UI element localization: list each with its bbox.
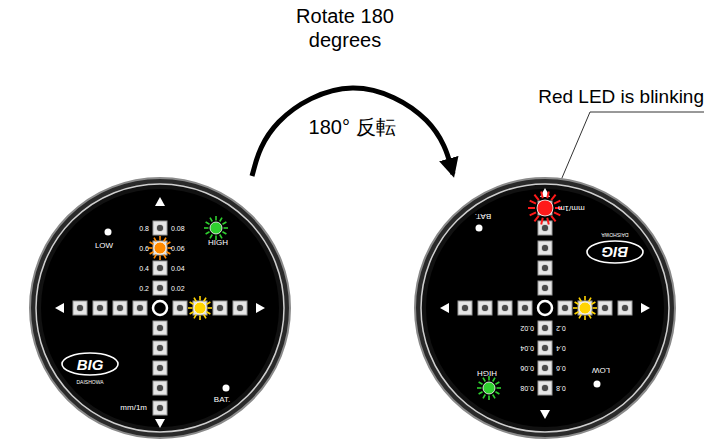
scale-value: 0.08 xyxy=(171,225,185,232)
scale-value: 0.8 xyxy=(139,225,149,232)
lit-led xyxy=(204,216,228,240)
level-dial: LOW 0.8 0.08HIGH 0.6 0.06 0.4 0.04 0.2 0.02BIG DA… xyxy=(28,176,292,440)
scale-value: 0.04 xyxy=(171,265,185,272)
lit-led xyxy=(477,376,501,400)
scale-value: 0.02 xyxy=(520,325,534,332)
low-label: LOW xyxy=(95,242,113,250)
callout-note: Red LED is blinking xyxy=(512,86,704,109)
unit-label: mm/1m xyxy=(120,404,147,412)
scale-value: 0.6 xyxy=(139,245,149,252)
scale-value: 0.2 xyxy=(139,285,149,292)
led-squares xyxy=(73,221,247,415)
scale-value: 0.2 xyxy=(556,325,566,332)
low-label: LOW xyxy=(592,366,610,374)
scale-value: 0.4 xyxy=(139,265,149,272)
level-dial: LOW 0.8 0.08 HIGH 0.6 0.06 0.4 0.04 0.2 0.02 BIG DA… xyxy=(413,176,677,440)
edge-label: 180° 反転 xyxy=(306,116,399,138)
dial-drawing xyxy=(413,176,677,440)
rotate-arrow xyxy=(252,88,453,176)
battery-label: BAT. xyxy=(214,396,230,404)
scale-value: 0.6 xyxy=(556,365,566,372)
lit-led xyxy=(528,191,562,224)
dial-drawing xyxy=(28,176,292,440)
scale-value: 0.4 xyxy=(556,345,566,352)
high-label: HIGH xyxy=(208,239,228,247)
lit-led xyxy=(188,296,212,320)
high-label: HIGH xyxy=(477,369,497,377)
dial-face: LOW 0.8 0.08 HIGH 0.6 0.06 0.4 0.04 0.2 0.02 BIG DA… xyxy=(413,176,677,440)
lit-led xyxy=(148,236,172,260)
scale-value: 0.06 xyxy=(520,365,534,372)
rotate-note: Rotate 180 degrees xyxy=(270,4,420,52)
battery-label: BAT. xyxy=(475,212,491,220)
scale-value: 0.04 xyxy=(520,345,534,352)
scale-value: 0.06 xyxy=(171,245,185,252)
scale-value: 0.08 xyxy=(520,385,534,392)
dial-face: LOW 0.8 0.08HIGH 0.6 0.06 0.4 0.04 0.2 0.02BIG DA… xyxy=(28,176,292,440)
brand-logo: BIG xyxy=(77,357,104,372)
unit-label: mm/1m xyxy=(558,204,585,212)
brand-name: DAISHOWA xyxy=(601,232,628,237)
scale-value: 0.8 xyxy=(556,385,566,392)
brand-name: DAISHOWA xyxy=(76,380,103,385)
scale-value: 0.02 xyxy=(171,285,185,292)
brand-logo: BIG xyxy=(602,245,629,260)
lit-led xyxy=(573,296,597,320)
led-squares xyxy=(458,201,632,395)
